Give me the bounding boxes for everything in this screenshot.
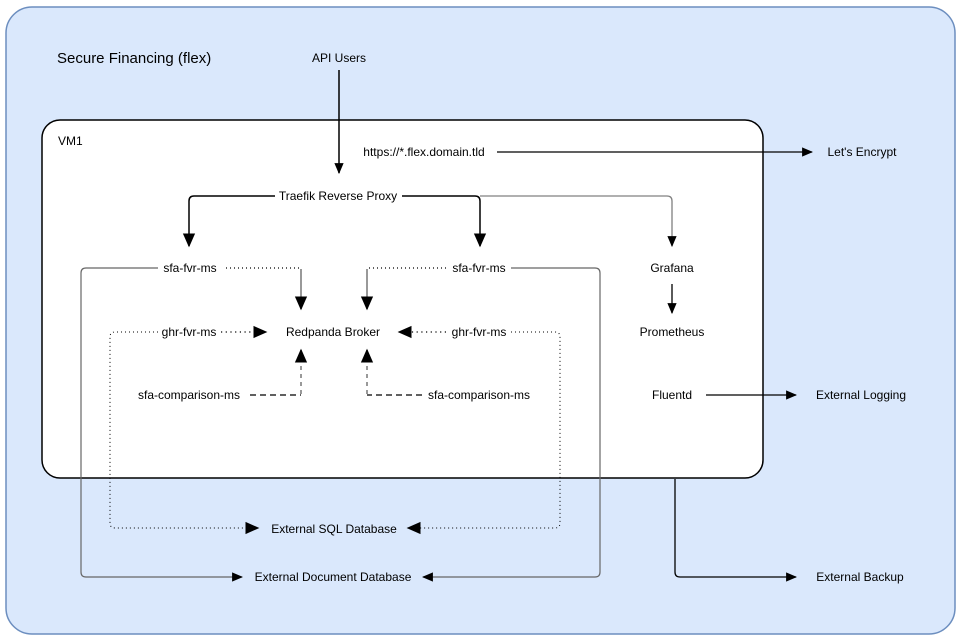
- node-sfa-fvr-ms-left: sfa-fvr-ms: [163, 261, 216, 275]
- node-external-sql-database: External SQL Database: [271, 522, 397, 536]
- edge-sfa-fvr-left-to-document-db: [80, 267, 244, 582]
- edge-traefik-to-sfa-fvr-left: [182, 195, 275, 248]
- edge-sfa-fvr-right-to-document-db: [421, 267, 601, 582]
- edge-ghr-fvr-left-to-sql-db: [109, 331, 260, 535]
- node-ghr-fvr-ms-left: ghr-fvr-ms: [162, 325, 217, 339]
- node-fluentd: Fluentd: [652, 388, 692, 402]
- edge-traefik-to-grafana: [480, 195, 677, 248]
- node-external-logging: External Logging: [816, 388, 906, 402]
- node-lets-encrypt: Let's Encrypt: [828, 145, 898, 159]
- edge-ghr-fvr-right-to-sql-db: [406, 331, 561, 535]
- node-grafana: Grafana: [650, 261, 694, 275]
- node-api-users: API Users: [312, 51, 366, 65]
- node-external-document-database: External Document Database: [255, 570, 412, 584]
- node-external-backup: External Backup: [816, 570, 904, 584]
- edge-traefik-to-sfa-fvr-right: [402, 195, 487, 248]
- node-redpanda-broker: Redpanda Broker: [286, 325, 380, 339]
- node-ghr-fvr-ms-right: ghr-fvr-ms: [452, 325, 507, 339]
- node-sfa-comparison-ms-right: sfa-comparison-ms: [428, 388, 530, 402]
- node-url: https://*.flex.domain.tld: [363, 145, 484, 159]
- vm1-container: [41, 119, 764, 479]
- node-sfa-comparison-ms-left: sfa-comparison-ms: [138, 388, 240, 402]
- edge-vm1-to-external-backup: [674, 479, 798, 582]
- vm1-label: VM1: [58, 134, 83, 148]
- node-prometheus: Prometheus: [640, 325, 705, 339]
- diagram-title: Secure Financing (flex): [57, 50, 211, 67]
- node-traefik-reverse-proxy: Traefik Reverse Proxy: [279, 189, 397, 203]
- node-sfa-fvr-ms-right: sfa-fvr-ms: [452, 261, 505, 275]
